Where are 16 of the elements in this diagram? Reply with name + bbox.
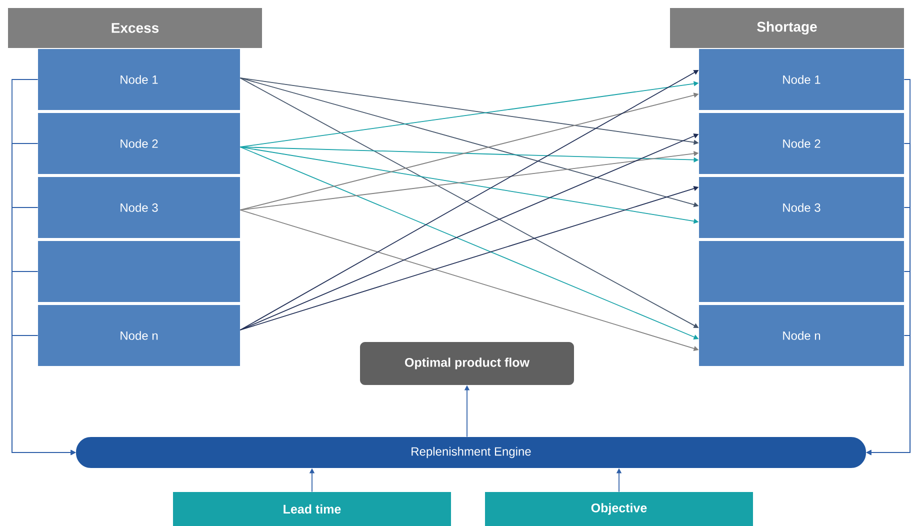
input-box: Lead time [173, 492, 451, 526]
result-box: Optimal product flow [360, 342, 574, 385]
column-header: Excess [8, 8, 262, 48]
input-box: Objective [485, 492, 753, 526]
node-box: Node 3 [38, 177, 240, 238]
node-box: Node 2 [38, 113, 240, 174]
node-box: Node 2 [699, 113, 904, 174]
node-box: Node n [38, 305, 240, 366]
column-header: Shortage [670, 8, 904, 48]
node-box: Node n [699, 305, 904, 366]
empty-node-box [38, 241, 240, 302]
node-box: Node 1 [699, 49, 904, 110]
node-box: Node 1 [38, 49, 240, 110]
engine-bar: Replenishment Engine [76, 437, 866, 468]
node-box: Node 3 [699, 177, 904, 238]
empty-node-box [699, 241, 904, 302]
